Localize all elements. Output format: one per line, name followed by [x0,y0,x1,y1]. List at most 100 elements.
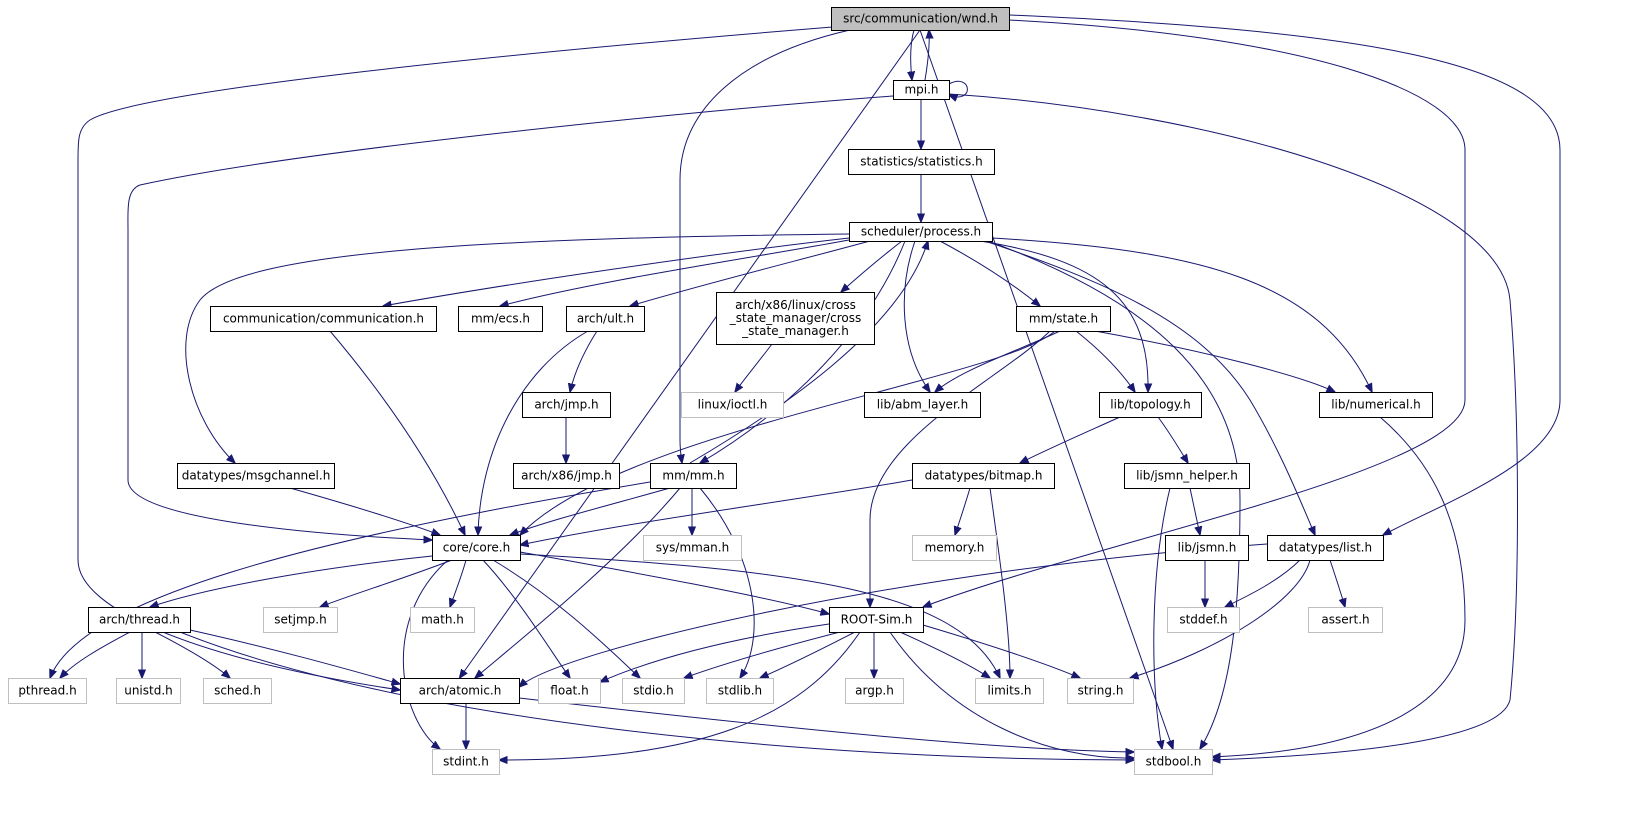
node-label-unistd: unistd.h [124,684,173,698]
node-bitmap[interactable]: datatypes/bitmap.h [912,463,1055,489]
node-thread[interactable]: arch/thread.h [88,607,191,633]
node-communication[interactable]: communication/communication.h [210,306,437,332]
node-box-assert [1308,607,1383,633]
edge-rootsim-to-string [922,624,1080,678]
edge-rootsim-to-limits [899,631,990,678]
node-label-list: datatypes/list.h [1279,541,1372,555]
node-mpi[interactable]: mpi.h [893,80,950,100]
node-label-csm-2: _state_manager.h [741,324,849,338]
node-box-limits [975,678,1044,704]
edge-process-to-ult [630,240,871,306]
node-label-ioctl: linux/ioctl.h [698,398,768,412]
node-label-stdio: stdio.h [633,684,673,698]
node-box-ioctl [681,392,784,418]
node-core[interactable]: core/core.h [432,535,521,561]
node-label-mm: mm/mm.h [662,469,724,483]
node-box-process [849,222,993,242]
edge-rootsim-to-stdio [684,631,841,678]
edge-core-to-float [482,559,570,678]
node-state[interactable]: mm/state.h [1016,306,1111,332]
node-box-stddef [1167,607,1240,633]
node-box-ult [566,306,645,332]
node-label-pthread: pthread.h [18,684,76,698]
edge-core-to-math [450,559,467,607]
node-label-atomic: arch/atomic.h [419,684,502,698]
node-atomic[interactable]: arch/atomic.h [400,678,520,704]
node-string: string.h [1067,678,1134,704]
node-msgchannel[interactable]: datatypes/msgchannel.h [177,463,335,489]
node-sched: sched.h [203,678,272,704]
node-rootsim[interactable]: ROOT-Sim.h [829,607,924,633]
node-box-list [1267,535,1384,561]
edge-layer [50,14,1561,760]
node-ioctl: linux/ioctl.h [681,392,784,418]
node-mm[interactable]: mm/mm.h [650,463,737,489]
node-x86jmp[interactable]: arch/x86/jmp.h [513,463,620,489]
edge-mpi-to-core [127,95,894,540]
edge-atomic-to-stdbool [518,697,1134,752]
node-box-communication [210,306,437,332]
node-statistics[interactable]: statistics/statistics.h [848,149,995,175]
node-numerical[interactable]: lib/numerical.h [1319,392,1433,418]
node-argp: argp.h [845,678,904,704]
edge-topology-to-jsmnhelper [1157,416,1188,463]
node-ult[interactable]: arch/ult.h [566,306,645,332]
edge-thread-to-stdbool [179,631,1134,760]
node-list[interactable]: datatypes/list.h [1267,535,1384,561]
node-box-csm [716,292,875,345]
edge-ult-to-core [478,330,589,535]
edge-process-to-msgchannel [185,233,850,463]
edge-mm-to-stdlib [699,487,755,678]
node-label-memory: memory.h [925,541,985,555]
node-box-statistics [848,149,995,175]
node-process[interactable]: scheduler/process.h [849,222,993,242]
node-box-msgchannel [177,463,335,489]
node-topology[interactable]: lib/topology.h [1099,392,1202,418]
edge-thread-to-pthread [60,631,131,678]
node-setjmp: setjmp.h [263,607,338,633]
node-label-abm: lib/abm_layer.h [877,398,968,412]
node-box-sysmman [643,535,742,561]
edge-bitmap-to-memory [955,487,971,535]
node-label-core: core/core.h [443,541,510,555]
node-wnd[interactable]: src/communication/wnd.h [831,7,1010,31]
edge-list-to-assert [1329,559,1345,607]
edge-core-to-stdio [492,559,640,678]
node-box-mpi [893,80,950,100]
edge-bitmap-to-core [520,479,913,545]
node-label-jsmnhelper: lib/jsmn_helper.h [1136,469,1238,483]
edge-rootsim-to-stdlib [760,631,856,678]
edge-wnd-to-list [1008,14,1561,535]
node-label-stdlib: stdlib.h [718,684,762,698]
node-box-jmp [522,392,611,418]
node-label-communication: communication/communication.h [223,312,424,326]
edge-bitmap-to-limits [989,487,1010,678]
node-label-rootsim: ROOT-Sim.h [841,613,913,627]
node-label-ecs: mm/ecs.h [471,312,530,326]
edge-rootsim-to-stdbool [889,631,1134,758]
edge-mpi-to-stdbool [948,93,1518,760]
edge-state-to-topology [1075,330,1135,392]
edge-thread-to-sched [154,631,230,678]
node-label-x86jmp: arch/x86/jmp.h [521,469,612,483]
node-label-math: math.h [421,613,464,627]
edge-wnd-to-stdbool [919,29,1173,749]
node-label-wnd: src/communication/wnd.h [843,12,998,26]
node-layer: src/communication/wnd.h mpi.h statistics/s… [8,7,1433,775]
node-stdio: stdio.h [622,678,685,704]
node-jsmnhelper[interactable]: lib/jsmn_helper.h [1124,463,1250,489]
node-ecs[interactable]: mm/ecs.h [458,306,543,332]
node-box-stdint [432,749,500,775]
edge-mm-to-pthread [50,481,651,678]
node-math: math.h [410,607,475,633]
edge-list-to-atomic [519,543,1268,687]
node-unistd: unistd.h [116,678,181,704]
node-abm[interactable]: lib/abm_layer.h [864,392,981,418]
node-box-rootsim [829,607,924,633]
node-label-statistics: statistics/statistics.h [860,155,982,169]
node-jmp[interactable]: arch/jmp.h [522,392,611,418]
node-label-stddef: stddef.h [1179,613,1227,627]
node-csm[interactable]: arch/x86/linux/cross_state_manager/cross… [716,292,875,345]
node-jsmn[interactable]: lib/jsmn.h [1165,535,1249,561]
edge-core-to-rootsim [519,551,829,614]
